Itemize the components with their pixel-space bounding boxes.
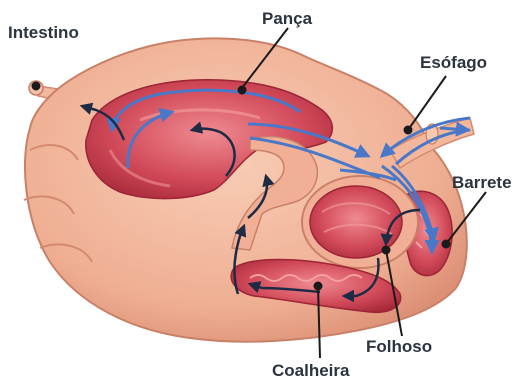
label-panca: Pança (262, 9, 313, 28)
dot-coalheira (315, 283, 322, 290)
omasum (302, 176, 418, 268)
label-folhoso: Folhoso (366, 337, 432, 356)
dot-folhoso (383, 247, 390, 254)
label-coalheira: Coalheira (272, 361, 350, 380)
dot-panca (239, 87, 246, 94)
label-intestino: Intestino (8, 23, 79, 42)
dot-barrete (443, 241, 450, 248)
dot-intestino (33, 83, 40, 90)
pointer-esofago (408, 76, 446, 130)
label-barrete: Barrete (452, 173, 512, 192)
label-esofago: Esófago (420, 53, 487, 72)
dot-esofago (405, 127, 412, 134)
